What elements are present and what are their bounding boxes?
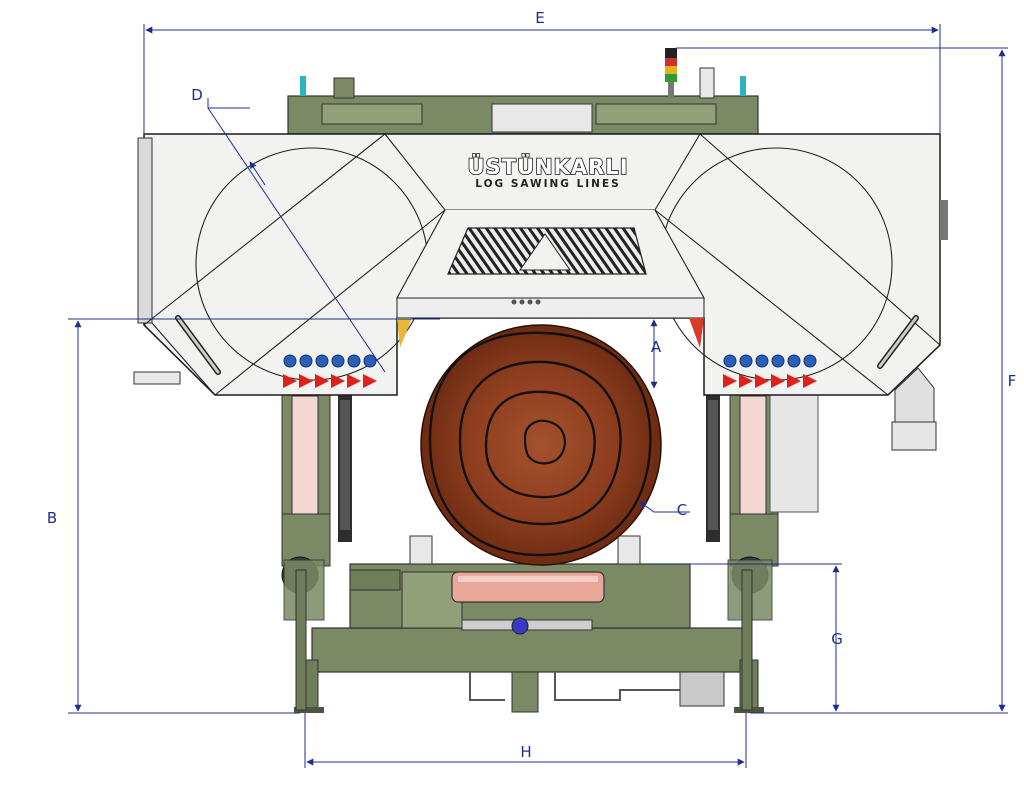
signal-tower-light [665, 48, 677, 98]
dimension-label-c: C [677, 501, 687, 519]
dimension-label-a: A [651, 338, 662, 356]
top-beam [287, 67, 759, 135]
brand-tagline: LOG SAWING LINES [475, 178, 620, 190]
carriage-table [349, 535, 691, 635]
dimension-labels: E F B G H A C D [47, 9, 1016, 761]
dimension-label-b: B [47, 509, 57, 527]
left-direction-arrows [283, 374, 377, 388]
feed-roller [451, 571, 605, 603]
dimension-label-f: F [1008, 372, 1017, 390]
brand-logo: ÜSTÜNKARLI LOG SAWING LINES [467, 153, 629, 190]
ventilation-grille [447, 227, 647, 275]
base-frame [294, 627, 764, 713]
dimension-label-h: H [520, 743, 531, 761]
left-column [281, 391, 352, 711]
dimension-label-e: E [535, 9, 544, 27]
right-control-indicators [723, 354, 817, 388]
dimension-label-d: D [191, 86, 203, 104]
right-control-buttons [723, 354, 817, 368]
dimension-label-g: G [831, 630, 843, 648]
dimension-lines [68, 24, 1008, 768]
left-control-indicators [283, 354, 377, 388]
log-cross-section [420, 324, 662, 566]
brand-name: ÜSTÜNKARLI [467, 154, 628, 179]
right-direction-arrows [723, 374, 817, 388]
left-control-buttons [283, 354, 377, 368]
